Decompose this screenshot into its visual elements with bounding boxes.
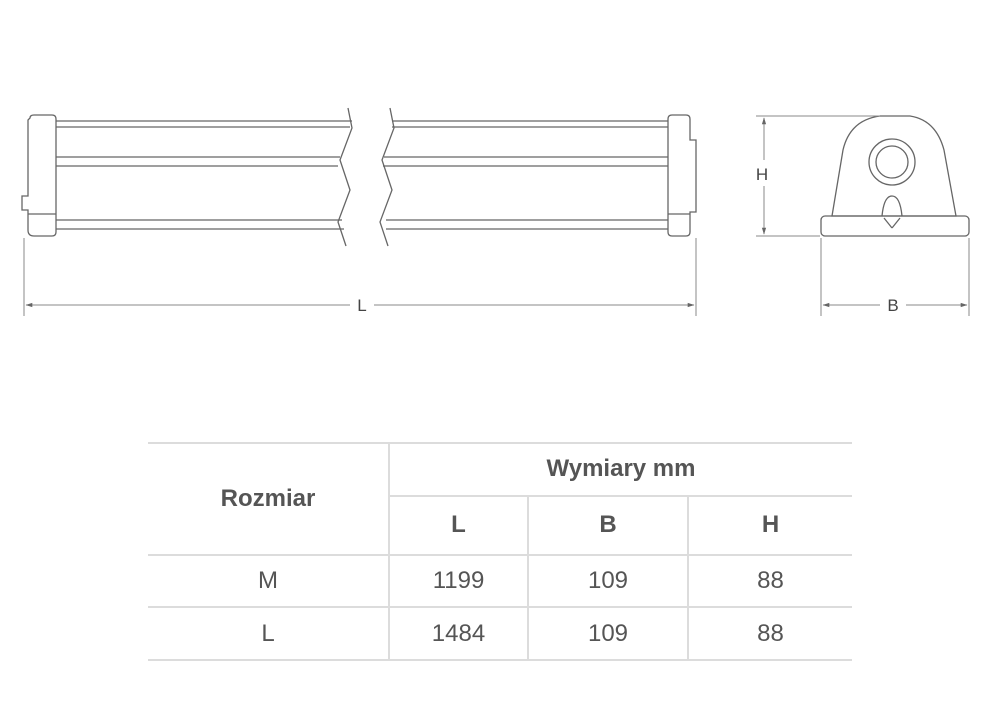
height-dimension xyxy=(756,115,880,237)
row-value-B: 109 xyxy=(527,554,688,607)
length-dimension-label: L xyxy=(357,296,366,315)
row-value-B: 109 xyxy=(527,606,688,661)
column-header-H: H xyxy=(686,494,853,555)
dimensions-group-header: Wymiary mm xyxy=(387,442,853,496)
column-header-L: L xyxy=(388,494,528,555)
dimensions-table: Rozmiar Wymiary mm L B H M 1199 109 88 L… xyxy=(148,442,853,661)
width-dimension xyxy=(820,238,970,316)
table-row: L 1484 109 88 xyxy=(148,606,853,661)
end-view-housing xyxy=(831,115,957,217)
end-view-base xyxy=(820,215,970,237)
table-row: M 1199 109 88 xyxy=(148,554,853,607)
row-size: L xyxy=(148,606,389,661)
row-value-H: 88 xyxy=(686,554,853,607)
end-view-inner-ring xyxy=(875,145,909,179)
body-left-segment xyxy=(56,120,352,230)
row-value-L: 1484 xyxy=(388,606,528,661)
length-dimension xyxy=(23,238,697,316)
end-view-outer-ring xyxy=(868,138,916,186)
body-right-segment xyxy=(383,120,668,230)
height-dimension-label: H xyxy=(756,165,768,184)
break-line-left xyxy=(337,107,353,247)
left-end-cap xyxy=(21,114,57,237)
right-end-cap xyxy=(667,114,697,237)
break-line-right xyxy=(379,107,395,247)
width-dimension-label: B xyxy=(887,296,898,315)
row-value-L: 1199 xyxy=(388,554,528,607)
column-header-B: B xyxy=(527,494,688,555)
end-view xyxy=(820,115,970,237)
row-value-H: 88 xyxy=(686,606,853,661)
row-size: M xyxy=(148,554,389,607)
size-column-header: Rozmiar xyxy=(148,442,389,555)
end-view-clip xyxy=(881,195,903,217)
side-view xyxy=(21,107,697,247)
